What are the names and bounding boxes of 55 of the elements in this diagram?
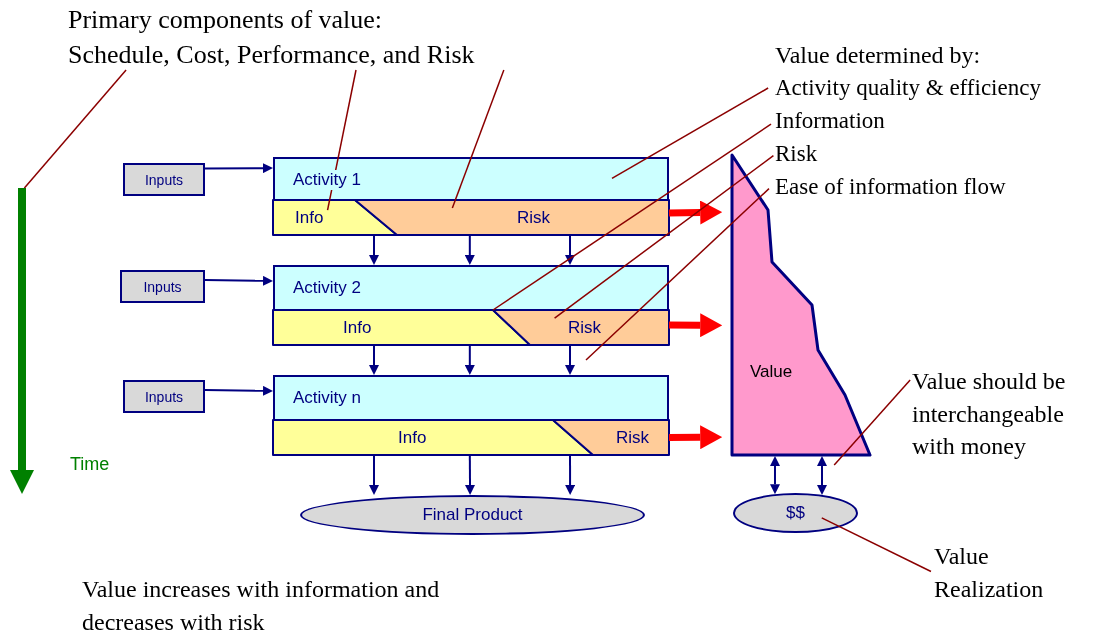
leader-line: [833, 379, 911, 466]
arrow: [369, 235, 379, 265]
callout-text: Ease of information flow: [775, 173, 1006, 201]
leader-line: [23, 69, 127, 189]
callout-text: Risk: [775, 140, 818, 168]
callout-text: Value Realization: [934, 542, 1045, 604]
arrow: [565, 235, 575, 265]
arrow: [464, 344, 475, 375]
ellipse-node: Final Product: [300, 495, 645, 535]
arrow: [369, 454, 379, 495]
callout-text: Information: [775, 107, 885, 135]
arrow: [204, 385, 273, 396]
callout-text: Value should be interchangeable with money: [912, 367, 1067, 462]
thick-arrow: [668, 313, 723, 338]
leader-line: [553, 154, 775, 319]
arrow: [369, 344, 379, 375]
activity-box: [273, 375, 669, 455]
callout-text: Schedule, Cost, Performance, and Risk: [68, 39, 475, 72]
segment-label: Info: [295, 208, 324, 228]
leader-line: [821, 517, 932, 573]
leader-line: [451, 69, 505, 209]
leader-line: [326, 69, 357, 211]
arrow: [565, 454, 576, 495]
segment-label: Risk: [616, 428, 650, 448]
arrow: [464, 235, 475, 265]
input-box: Inputs: [123, 163, 205, 196]
double-arrow: [770, 456, 780, 495]
input-box: Inputs: [120, 270, 205, 303]
thick-arrow: [668, 200, 723, 225]
activity-title: Activity 1: [293, 170, 362, 190]
callout-text: Primary components of value:: [68, 4, 383, 36]
activity-box: [273, 265, 669, 345]
note-text: Value determined by:: [775, 41, 982, 70]
time-label: Time: [70, 454, 110, 475]
leader-line: [585, 187, 770, 361]
segment-label: Info: [398, 428, 427, 448]
arrow: [565, 344, 575, 375]
activity-title: Activity 2: [293, 278, 362, 298]
input-box: Inputs: [123, 380, 205, 413]
arrow: [204, 275, 273, 286]
arrow: [204, 163, 273, 174]
double-arrow: [817, 456, 827, 495]
arrow: [465, 454, 475, 495]
note-text: Value increases with information and decreases with risk: [82, 575, 441, 637]
activity-title: Activity n: [293, 388, 362, 408]
segment-label: Risk: [517, 208, 551, 228]
callout-text: Activity quality & efficiency: [775, 74, 1041, 102]
leader-line: [492, 123, 772, 311]
thick-arrow: [668, 425, 723, 450]
ellipse-node: $$: [733, 493, 858, 533]
leader-line: [611, 87, 769, 180]
activity-box: [273, 157, 669, 236]
value-label: Value: [750, 362, 793, 382]
segment-label: Risk: [568, 318, 602, 338]
segment-label: Info: [343, 318, 372, 338]
